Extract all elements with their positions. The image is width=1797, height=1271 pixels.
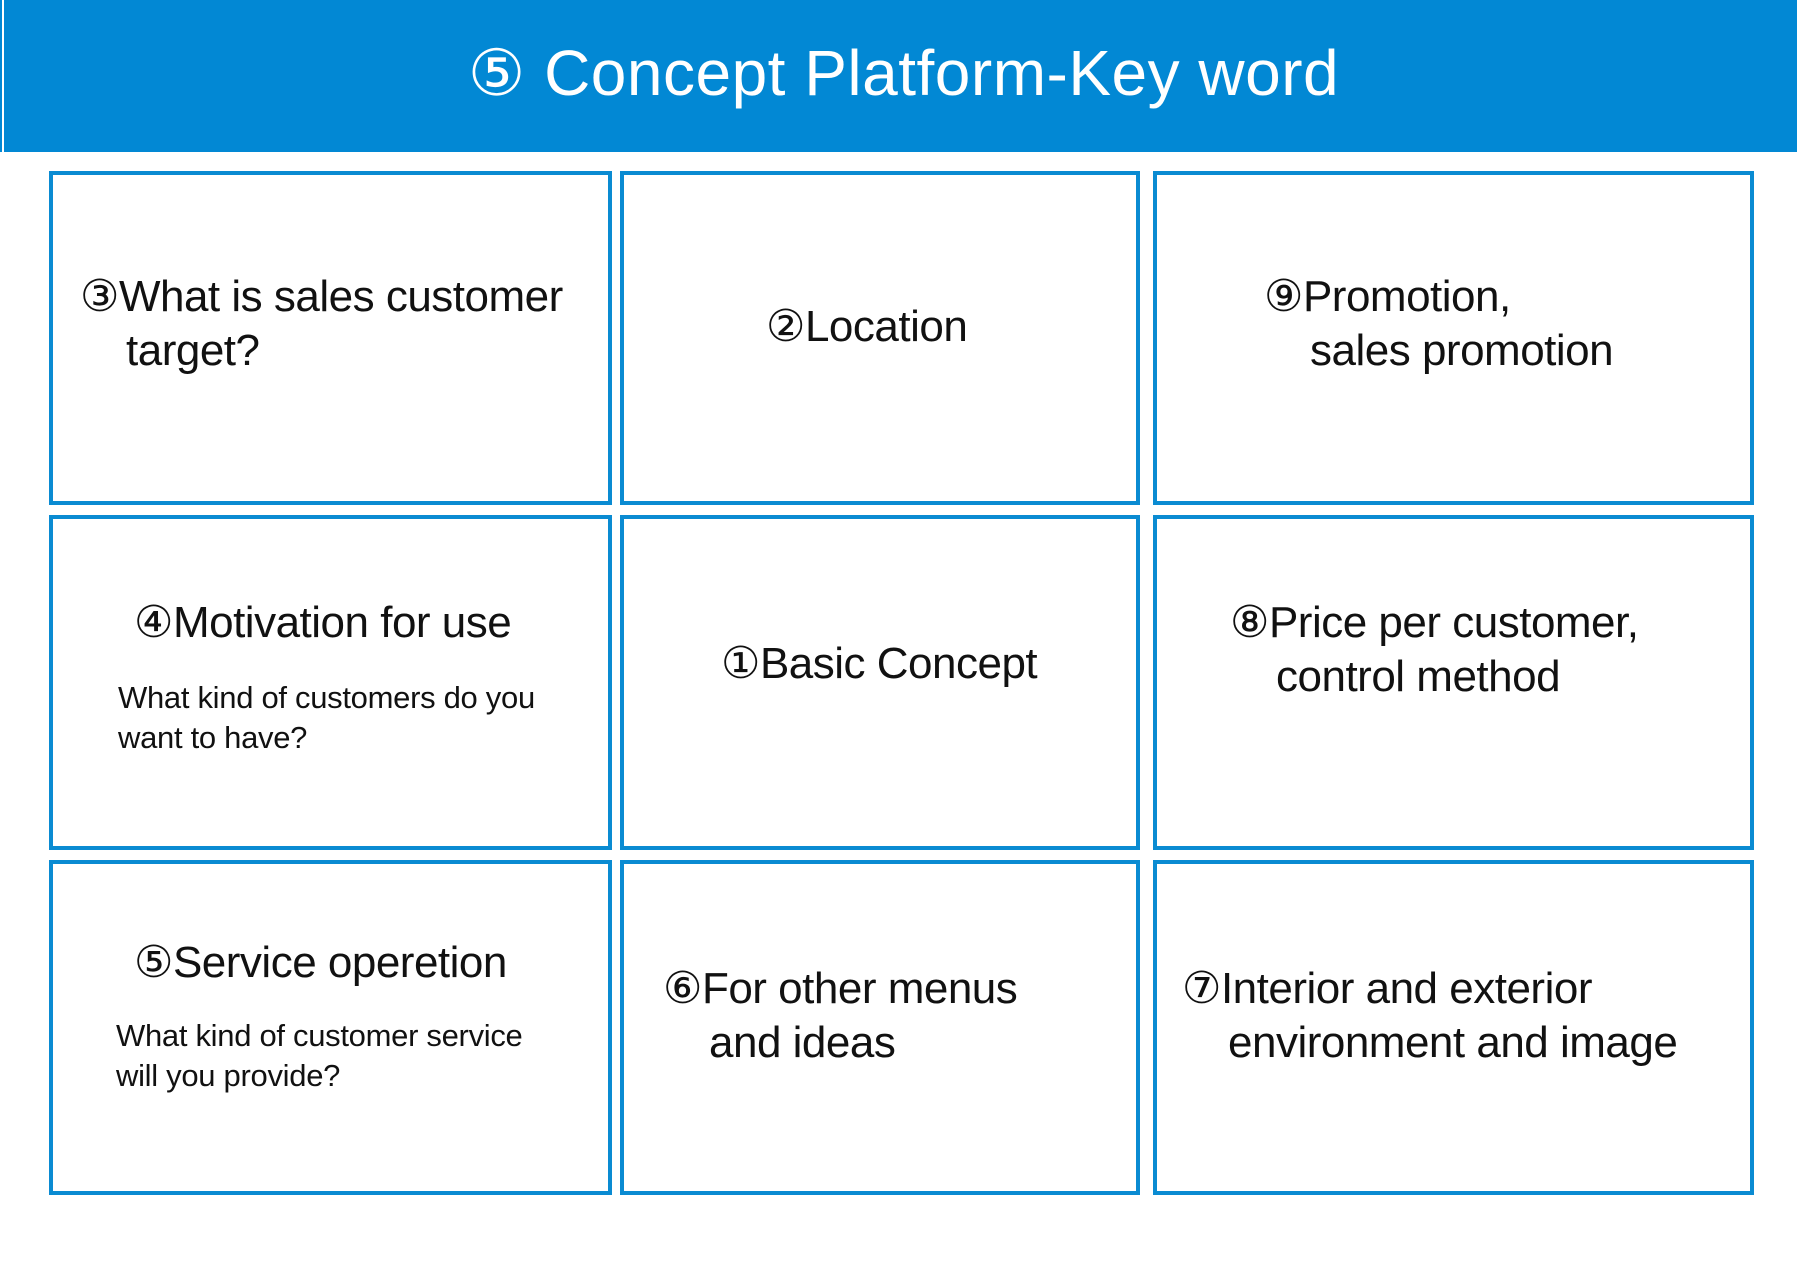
- cell-sales-customer-target: [49, 171, 612, 505]
- cell-8-text: ⑧Price per customer, control method: [1230, 597, 1639, 701]
- header-edge: [0, 0, 2, 152]
- cell-promotion: [1153, 171, 1754, 505]
- cell-interior-exterior: [1153, 860, 1754, 1195]
- cell-service-operation: [49, 860, 612, 1195]
- cell-4-subtext: What kind of customers do you want to ha…: [118, 680, 535, 755]
- cell-other-menus: [620, 860, 1140, 1195]
- cell-4-text: ④Motivation for use: [134, 597, 512, 648]
- header-banner: ⑤ Concept Platform-Key word: [4, 0, 1797, 152]
- page-title: ⑤ Concept Platform-Key word: [467, 36, 1340, 109]
- cell-2-text: ②Location: [766, 301, 968, 352]
- cell-9-text: ⑨Promotion, sales promotion: [1264, 271, 1614, 375]
- cell-3-text: ③What is sales customer target?: [80, 271, 563, 375]
- cell-price-per-customer: [1153, 515, 1754, 850]
- cell-location: [620, 171, 1140, 505]
- cell-5-subtext: What kind of customer service will you p…: [116, 1018, 523, 1093]
- cell-7-text: ⑦Interior and exterior environment and i…: [1182, 963, 1678, 1067]
- cell-1-text: ①Basic Concept: [721, 638, 1038, 689]
- cell-6-text: ⑥For other menus and ideas: [663, 963, 1018, 1067]
- cell-motivation: [49, 515, 612, 850]
- cell-basic-concept: [620, 515, 1140, 850]
- cell-5-text: ⑤Service operetion: [134, 937, 507, 988]
